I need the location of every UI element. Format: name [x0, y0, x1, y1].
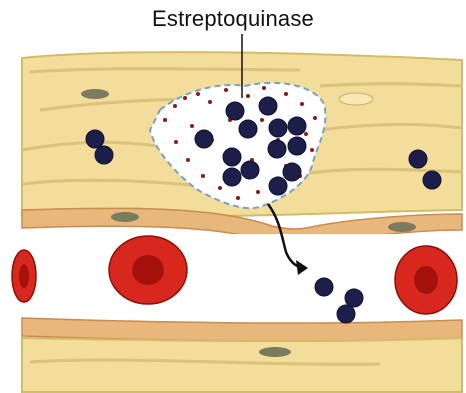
red-blood-cell-center: [109, 236, 187, 304]
leukocyte: [226, 102, 244, 120]
leukocyte: [288, 137, 306, 155]
leukocyte: [423, 171, 441, 189]
leukocyte: [223, 168, 241, 186]
vessel-wall-bottom: [22, 318, 462, 341]
leukocyte: [241, 161, 259, 179]
leukocyte: [223, 148, 241, 166]
endothelial-nucleus: [111, 212, 139, 222]
leukocyte: [195, 130, 213, 148]
leukocyte: [239, 120, 257, 138]
leukocyte: [283, 163, 301, 181]
fibroblast-cell: [339, 93, 373, 105]
fibroblast-nucleus: [81, 89, 109, 99]
leukocyte: [95, 146, 113, 164]
leukocyte: [345, 289, 363, 307]
leukocyte: [337, 305, 355, 323]
red-blood-cell-left: [12, 250, 36, 302]
leukocyte: [315, 278, 333, 296]
endothelial-nucleus: [388, 222, 416, 232]
leukocyte: [259, 97, 277, 115]
red-blood-cell-right: [395, 246, 457, 314]
connective-tissue-lower: [22, 338, 462, 392]
leukocyte: [269, 177, 287, 195]
leukocyte: [268, 140, 286, 158]
leukocyte: [269, 119, 287, 137]
leukocyte: [86, 130, 104, 148]
leukocyte: [288, 117, 306, 135]
endothelial-nucleus: [259, 347, 291, 357]
leukocyte: [409, 150, 427, 168]
